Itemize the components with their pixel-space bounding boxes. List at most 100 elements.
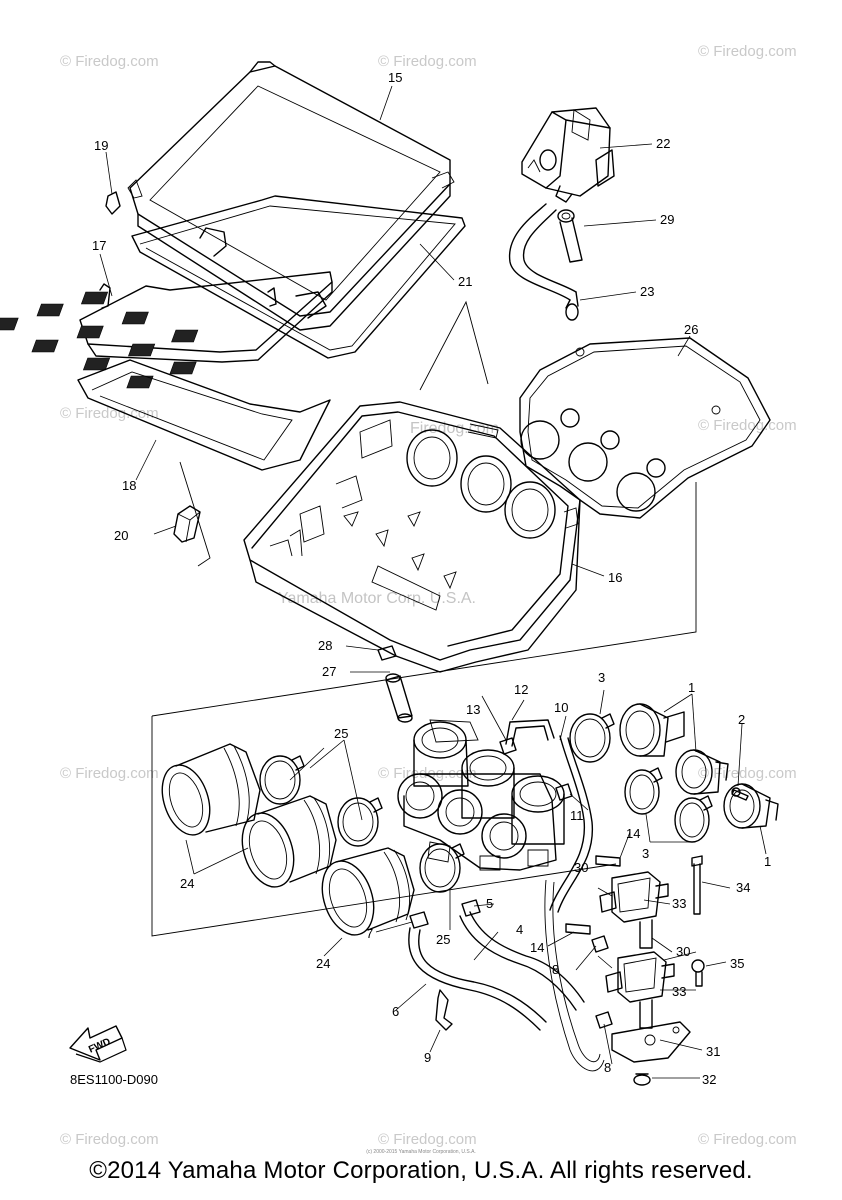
throttle-body-assembly	[397, 719, 565, 871]
callout-4: 4	[516, 922, 523, 937]
part-33-valve-stem-upper	[639, 919, 653, 949]
callout-10: 10	[554, 700, 568, 715]
part-25-clamp-b	[337, 797, 383, 847]
callout-31: 31	[706, 1044, 720, 1059]
part-27-drain-hose	[385, 673, 413, 723]
callout-25b: 25	[436, 932, 450, 947]
part-10-hose	[549, 735, 594, 913]
callout-30a: 30	[574, 860, 588, 875]
part-26-joint-plate	[519, 337, 771, 519]
callout-3a: 3	[598, 670, 605, 685]
part-1-joint-b	[675, 749, 729, 795]
callout-8b: 8	[604, 1060, 611, 1075]
part-30-solenoid-lower	[605, 951, 675, 1003]
callout-28: 28	[318, 638, 332, 653]
part-25-clamp-c	[419, 843, 465, 893]
callout-24b: 24	[316, 956, 330, 971]
watermark: © Firedog.com	[378, 53, 477, 70]
part-19-clip	[105, 191, 121, 215]
part-1-joint-a	[619, 703, 685, 757]
callout-12: 12	[514, 682, 528, 697]
part-24-funnel-c	[321, 847, 415, 936]
part-33-valve-stem-lower	[639, 999, 653, 1029]
callout-3b: 3	[642, 846, 649, 861]
part-3-clamp-upper	[569, 713, 615, 763]
part-1-joint-c	[723, 783, 779, 829]
part-20-damper	[173, 505, 201, 543]
watermark: © Firedog.com	[378, 1131, 477, 1148]
part-35-bolt	[691, 959, 705, 987]
watermark: © Firedog.com	[60, 765, 159, 782]
part-hose-loop	[544, 879, 605, 1072]
callout-29: 29	[660, 212, 674, 227]
callout-11: 11	[570, 808, 584, 823]
callout-33b: 33	[672, 984, 686, 999]
callout-15: 15	[388, 70, 402, 85]
part-9-holder	[435, 989, 453, 1031]
part-22-breather-assembly	[521, 107, 615, 203]
part-18-filter-seal	[77, 359, 331, 471]
part-32-grommet	[633, 1073, 651, 1086]
callout-1b: 1	[764, 854, 771, 869]
callout-26: 26	[684, 322, 698, 337]
watermark: © Firedog.com	[698, 1131, 797, 1148]
part-3-clamp-low	[674, 795, 713, 843]
part-6-hose	[408, 927, 547, 1031]
callout-35: 35	[730, 956, 744, 971]
callout-25a: 25	[334, 726, 348, 741]
callout-5: 5	[486, 896, 493, 911]
part-13-clip	[499, 737, 517, 755]
copyright-footer: ©2014 Yamaha Motor Corporation, U.S.A. A…	[89, 1157, 753, 1184]
callout-24a: 24	[180, 876, 194, 891]
part-7-clip	[409, 911, 429, 929]
callout-32: 32	[702, 1072, 716, 1087]
callout-8a: 8	[552, 962, 559, 977]
part-5-clip	[461, 899, 481, 917]
callout-22: 22	[656, 136, 670, 151]
callout-19: 19	[94, 138, 108, 153]
watermark-yamaha: Yamaha Motor Corp. U.S.A.	[278, 590, 476, 607]
fine-print: (c) 2000-2015 Yamaha Motor Corporation, …	[366, 1149, 476, 1155]
part-34-bolt	[691, 855, 703, 915]
watermark: © Firedog.com	[60, 1131, 159, 1148]
callout-7: 7	[366, 926, 373, 941]
callout-27: 27	[322, 664, 336, 679]
part-12-hose	[505, 719, 555, 747]
part-3-clamp-mid	[624, 767, 663, 815]
watermarks: © Firedog.com © Firedog.com © Firedog.co…	[60, 43, 797, 1148]
part-2-screw	[731, 787, 749, 801]
part-25-clamp-a	[259, 755, 305, 805]
part-24-funnel-b	[241, 795, 337, 888]
callout-23: 23	[640, 284, 654, 299]
watermark: © Firedog.com	[698, 765, 797, 782]
callout-9: 9	[424, 1050, 431, 1065]
part-8-clips	[591, 935, 613, 1029]
part-23-breather-hose	[508, 203, 579, 321]
callout-17: 17	[92, 238, 106, 253]
watermark: © Firedog.com	[698, 43, 797, 60]
callout-2: 2	[738, 712, 745, 727]
diagram-code: 8ES1100-D090	[70, 1072, 158, 1087]
callout-14a: 14	[626, 826, 640, 841]
part-4-hose	[459, 911, 585, 1011]
callout-18: 18	[122, 478, 136, 493]
leader-lines	[99, 85, 767, 1079]
watermark: © Firedog.com	[60, 53, 159, 70]
part-31-bracket	[611, 1021, 691, 1063]
callout-16: 16	[608, 570, 622, 585]
callout-1a: 1	[688, 680, 695, 695]
part-14-hose-joint	[565, 855, 621, 935]
watermark: © Firedog.com	[698, 417, 797, 434]
filter-mesh-cells	[0, 291, 199, 389]
part-15-air-filter-case-cover	[127, 61, 455, 331]
part-30-solenoid-upper	[599, 871, 669, 923]
callout-34: 34	[736, 880, 750, 895]
part-16-air-filter-case	[243, 401, 581, 673]
callout-33a: 33	[672, 896, 686, 911]
part-28-clip	[377, 645, 397, 661]
callout-6: 6	[392, 1004, 399, 1019]
part-29-joint	[557, 209, 583, 263]
watermark-center: Firedog.com	[410, 420, 499, 437]
part-17-air-filter-element	[0, 271, 333, 389]
